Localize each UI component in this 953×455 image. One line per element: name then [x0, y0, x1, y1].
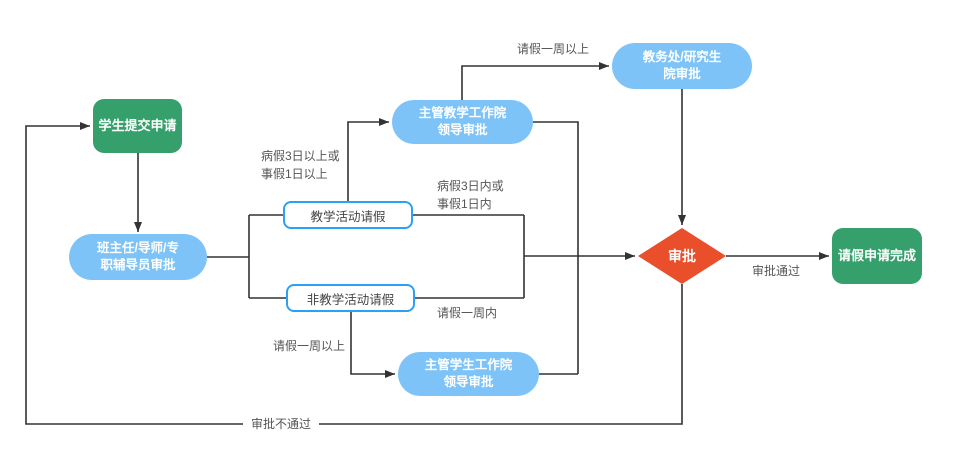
node-student-submit: 学生提交申请	[93, 99, 182, 153]
edge-reject-loop	[25, 122, 683, 425]
node-advisor-approval: 班主任/导师/专 职辅导员审批	[69, 234, 207, 280]
edge-nonteaching-to-studentlead	[350, 312, 395, 378]
edge-leaves-join-bracket	[413, 214, 525, 299]
node-teaching-leader-approval: 主管教学工作院 领导审批	[392, 100, 533, 144]
node-student-leader-approval: 主管学生工作院 领导审批	[398, 352, 539, 396]
edge-leaders-join	[533, 121, 579, 375]
edge-teachinglead-to-academic	[461, 62, 609, 100]
node-teaching-activity-leave: 教学活动请假	[283, 201, 413, 229]
node-leave-complete: 请假申请完成	[832, 228, 922, 284]
label-over-one-week-bottom: 请假一周以上	[273, 339, 346, 353]
edge-teachingleave-to-teachinglead	[347, 118, 389, 201]
node-non-teaching-activity-leave: 非教学活动请假	[286, 284, 415, 312]
label-within-one-week: 请假一周内	[437, 306, 498, 320]
label-over-one-week-top: 请假一周以上	[517, 42, 590, 56]
label-sick-within-3-days: 病假3日内或 事假1日内	[437, 179, 504, 211]
label-approved: 审批通过	[752, 264, 801, 278]
label-sick-over-3-days: 病假3日以上或 事假1日以上	[261, 149, 340, 181]
label-rejected: 审批不通过	[242, 415, 320, 433]
edge-advisor-branch	[207, 214, 286, 299]
node-academic-office-approval: 教务处/研究生 院审批	[612, 43, 752, 89]
